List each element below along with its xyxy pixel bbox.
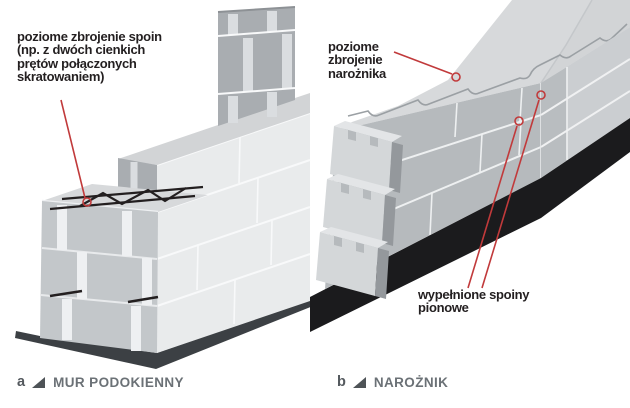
block-end-bottom-course (316, 227, 389, 299)
leader-line-corner-rebar (393, 51, 453, 75)
wall-front-face (40, 201, 159, 353)
lower-right-triangle-icon (32, 376, 46, 388)
bed-joint-rebar-ticks (49, 289, 159, 304)
corner-fold-line (540, 0, 593, 84)
leader-circle (82, 197, 92, 207)
leader-line-vertical-joint-2 (481, 99, 540, 289)
leader-line-joint-reinforcement (60, 99, 92, 207)
caption-right-label: NAROŻNIK (373, 374, 449, 390)
annotation-filled-vertical-joints: wypełnione spoiny pionowe (418, 287, 530, 316)
corner-rebar-wavy-line (347, 23, 628, 117)
filled-vertical-joints (429, 87, 523, 236)
right-figure-graphic (310, 0, 630, 332)
vertical-block-joints (196, 136, 273, 325)
leader-circle-corner-rebar (451, 72, 461, 82)
corner-top-surface (336, 0, 630, 131)
left-figure-graphic (15, 6, 313, 369)
caption-left: a MUR PODOKIENNY (17, 374, 184, 390)
figure-letter-a: a (17, 374, 26, 390)
lower-right-triangle-icon (352, 376, 366, 388)
block-end-profiles (316, 121, 403, 299)
annotation-horizontal-joint-reinforcement: poziome zbrojenie spoin (np. z dwóch cie… (17, 29, 162, 85)
caption-right: b NAROŻNIK (337, 374, 448, 390)
leader-line-vertical-joint-1 (467, 125, 518, 289)
leader-circle-vertical-joint-2 (536, 90, 546, 100)
foundation-slab (15, 299, 313, 369)
caption-left-label: MUR PODOKIENNY (53, 374, 184, 390)
corner-right-wall-face (540, 27, 630, 178)
unfilled-vertical-joints (57, 205, 152, 351)
window-pier (217, 6, 296, 126)
figure-letter-b: b (337, 374, 346, 390)
corner-top-surface-right-wing (541, 0, 630, 83)
leader-circle-vertical-joint-1 (514, 116, 524, 126)
annotation-corner-reinforcement: poziome zbrojenie narożnika (328, 39, 386, 81)
leader-lines-corner (393, 51, 546, 289)
block-end-top-course (330, 121, 403, 193)
bitumen-base (310, 118, 630, 332)
block-end-middle-course (323, 174, 396, 246)
